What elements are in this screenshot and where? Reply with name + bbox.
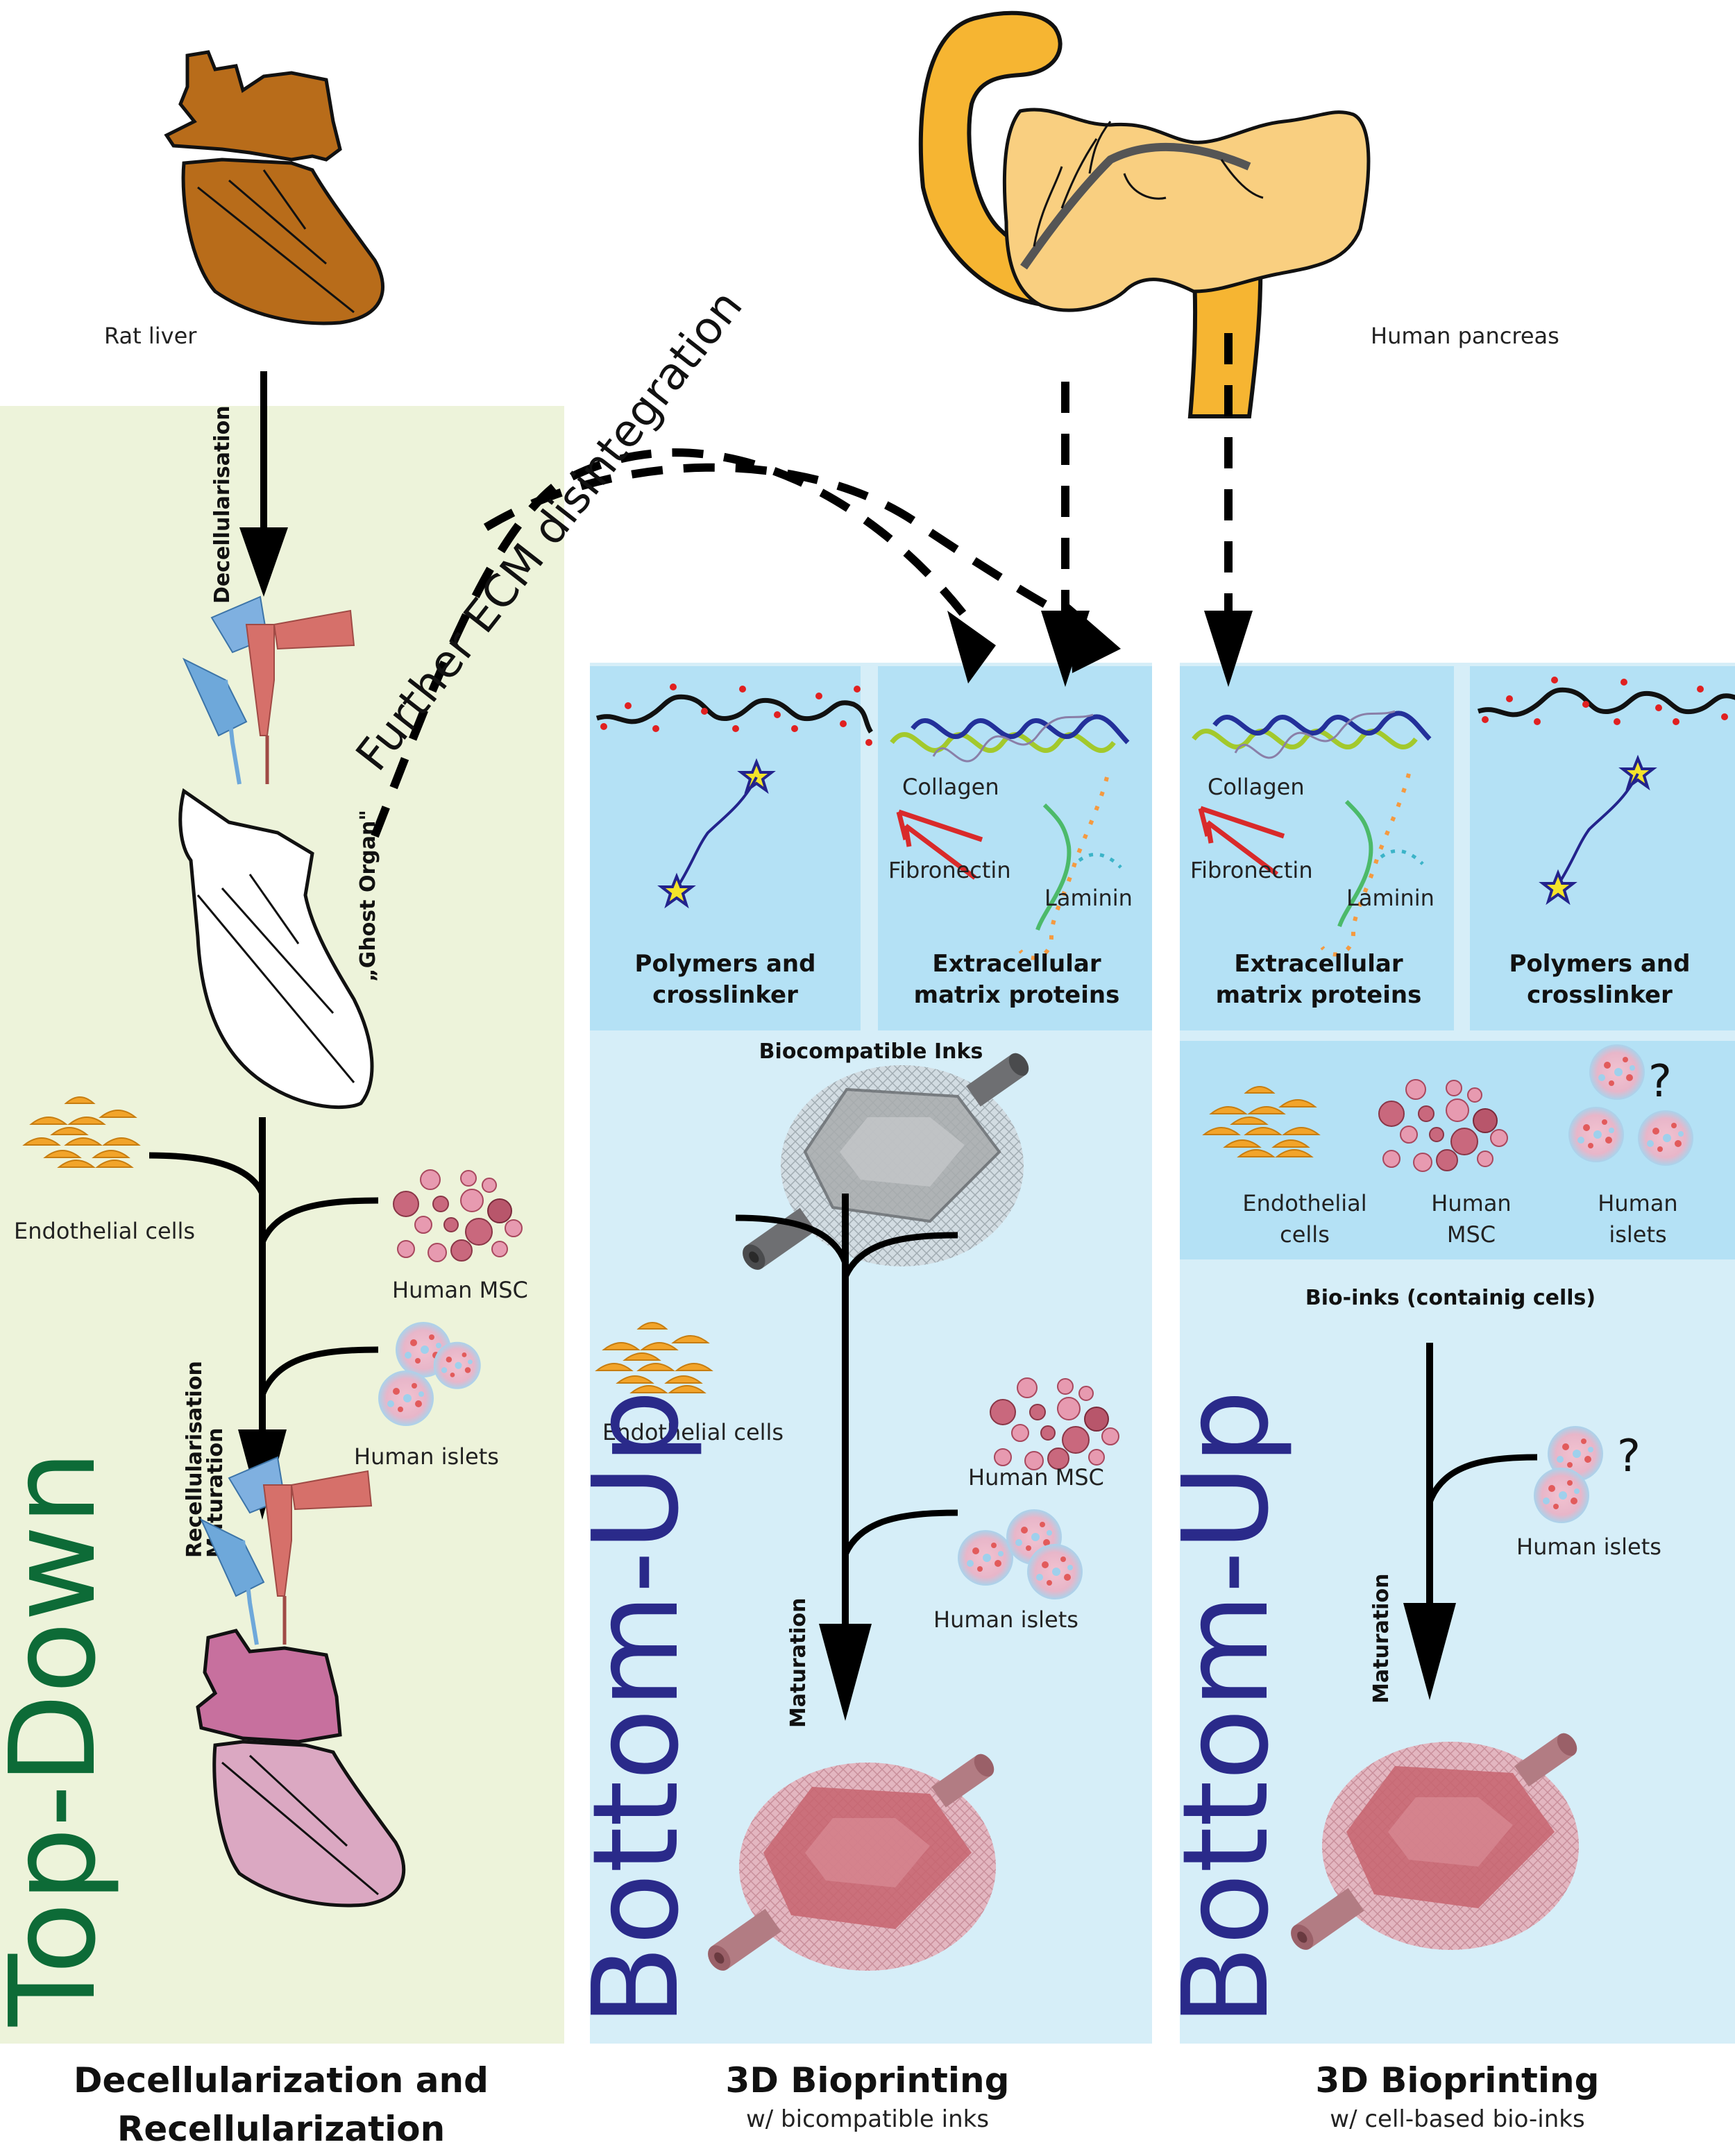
polymers-box-right <box>1470 666 1735 1030</box>
bioinks-endothelial-label-1: Endothelial <box>1242 1190 1366 1216</box>
ghost-organ-label: „Ghost Organ" <box>356 810 380 982</box>
recellularisation-label: Recellularisation <box>183 1361 207 1558</box>
bottom-up-bioinks-branch-arrow <box>1403 1343 1538 1700</box>
bioinks-endothelial-label-2: cells <box>1280 1221 1330 1248</box>
bioinks-fibronectin-label: Fibronectin <box>1190 857 1313 883</box>
fibronectin-label: Fibronectin <box>888 857 1011 883</box>
bio-inks-label: Bio-inks (containig cells) <box>1305 1286 1596 1310</box>
bioinks-islets-label-1: Human <box>1598 1190 1677 1216</box>
decellularisation-label: Decellularisation <box>210 405 235 604</box>
human-pancreas-label: Human pancreas <box>1371 323 1559 349</box>
human-pancreas-illustration: Human pancreas <box>918 10 1559 418</box>
ecm-box-left <box>878 666 1152 1030</box>
bioinks-islets-label-2: islets <box>1609 1221 1666 1248</box>
inks-footer-sub: w/ bicompatible inks <box>746 2105 989 2133</box>
bioinks-ecm-label-1: Extracellular <box>1234 950 1403 978</box>
inks-maturation-label: Maturation <box>786 1598 811 1728</box>
bioinks-footer-sub: w/ cell-based bio-inks <box>1330 2105 1584 2133</box>
inks-endothelial-label: Endothelial cells <box>602 1419 784 1445</box>
bottom-up-inks-heading: Bottom-Up <box>568 1390 705 2026</box>
ghost-organ-illustration <box>178 597 374 1110</box>
biocompatible-inks-label: Biocompatible Inks <box>759 1039 983 1064</box>
top-down-footer-title-2: Recellularization <box>117 2109 445 2149</box>
bioinks-msc-label-1: Human <box>1431 1190 1511 1216</box>
top-down-endothelial-label: Endothelial cells <box>14 1218 195 1244</box>
bioinks-islets-lower-label: Human islets <box>1516 1534 1661 1560</box>
ecm-disintegration-arrows <box>371 333 1253 838</box>
bioinks-collagen-label: Collagen <box>1208 774 1305 800</box>
bioinks-laminin-label: Laminin <box>1346 885 1434 911</box>
decellularisation-arrow <box>239 371 288 597</box>
rat-liver-illustration: Rat liver <box>104 50 384 349</box>
bioinks-islets-question: ? <box>1648 1056 1672 1107</box>
ecm-box-right <box>1180 666 1454 1030</box>
collagen-label: Collagen <box>902 774 999 800</box>
bioinks-footer-title: 3D Bioprinting <box>1316 2060 1600 2100</box>
top-down-islets-label: Human islets <box>354 1443 499 1470</box>
bioinks-maturation-label: Maturation <box>1369 1574 1394 1704</box>
bottom-up-inks-branch-arrow <box>735 1194 958 1721</box>
bioinks-polymers-label-1: Polymers and <box>1509 950 1691 978</box>
polymers-box-left <box>590 666 861 1030</box>
bioinks-polymers-label-2: crosslinker <box>1527 981 1673 1009</box>
ecm-label-1: Extracellular <box>932 950 1101 978</box>
inks-footer-title: 3D Bioprinting <box>726 2060 1010 2100</box>
polymers-label-2: crosslinker <box>652 981 798 1009</box>
recellularised-liver-illustration <box>196 1457 406 1908</box>
bioinks-msc-label-2: MSC <box>1447 1221 1496 1248</box>
polymers-label-1: Polymers and <box>635 950 816 978</box>
bottom-up-bioinks-heading: Bottom-Up <box>1158 1390 1295 2026</box>
bioinks-islets-lower-question: ? <box>1617 1431 1641 1482</box>
bioinks-ecm-label-2: matrix proteins <box>1216 981 1422 1009</box>
top-down-msc-label: Human MSC <box>392 1277 528 1303</box>
top-down-heading: Top-Down <box>0 1450 122 2027</box>
ecm-label-2: matrix proteins <box>914 981 1120 1009</box>
top-down-footer-title-1: Decellularization and <box>74 2060 489 2100</box>
inks-islets-label: Human islets <box>933 1606 1078 1633</box>
rat-liver-label: Rat liver <box>104 323 197 349</box>
inks-msc-label: Human MSC <box>968 1464 1104 1491</box>
laminin-label: Laminin <box>1044 885 1133 911</box>
